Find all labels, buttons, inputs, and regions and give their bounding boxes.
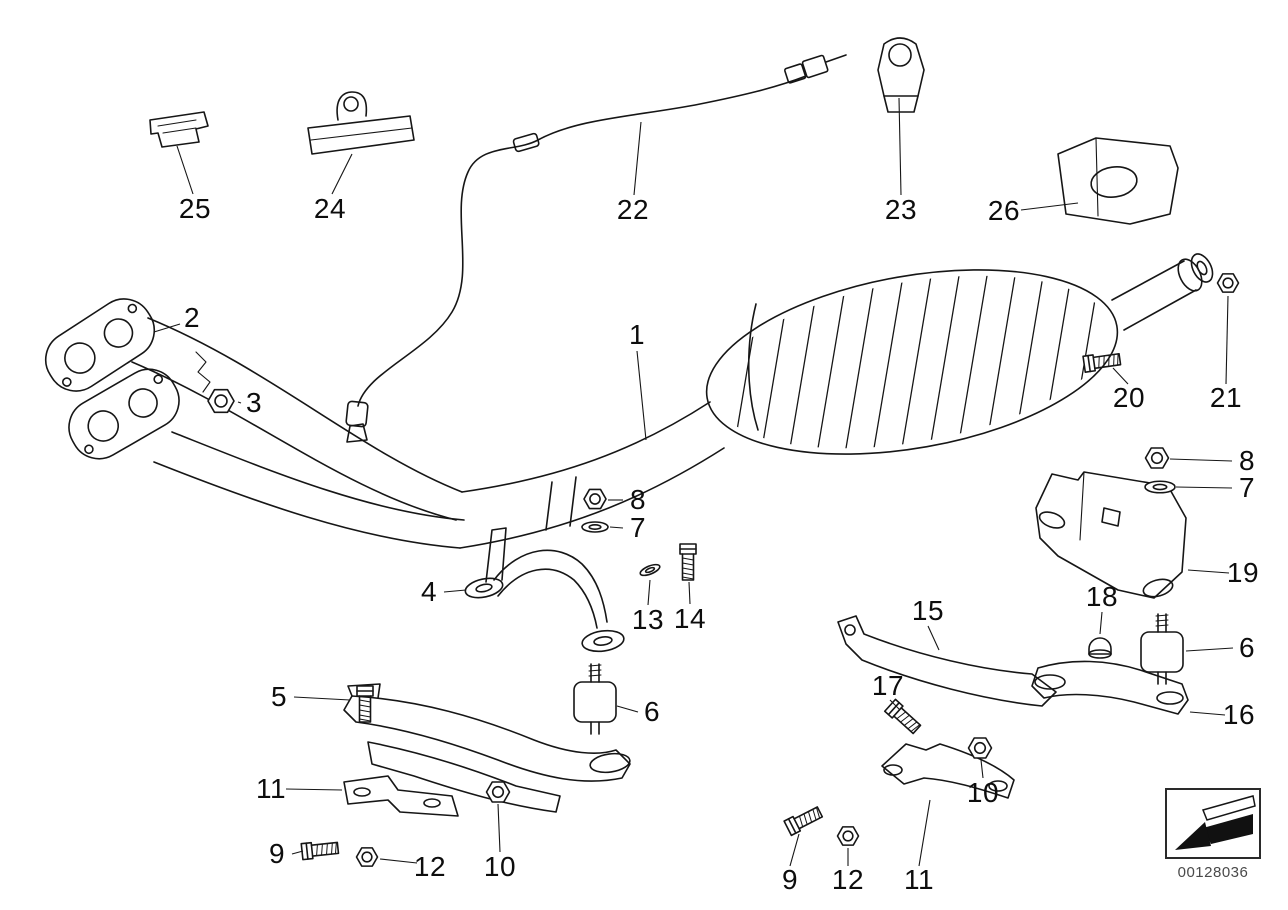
diagram-number: 00128036 xyxy=(1177,864,1249,881)
callout-11[interactable]: 11 xyxy=(255,773,287,804)
leader-line-7 xyxy=(1175,486,1233,489)
leader-line-17 xyxy=(889,699,901,711)
leader-line-5 xyxy=(293,696,351,701)
leader-line-2 xyxy=(153,323,181,333)
callout-5[interactable]: 5 xyxy=(270,681,288,712)
callout-13[interactable]: 13 xyxy=(631,604,665,635)
callout-11[interactable]: 11 xyxy=(903,864,935,895)
callout-16[interactable]: 16 xyxy=(1222,699,1256,730)
callout-25[interactable]: 25 xyxy=(178,193,212,224)
leader-line-6 xyxy=(616,705,639,713)
callout-20[interactable]: 20 xyxy=(1112,382,1146,413)
leader-line-19 xyxy=(1187,569,1230,574)
bracket-19-drawing xyxy=(1036,472,1186,600)
leader-line-3 xyxy=(237,401,242,404)
callout-9[interactable]: 9 xyxy=(781,864,799,895)
callout-14[interactable]: 14 xyxy=(673,603,707,634)
direction-arrow-icon xyxy=(1175,795,1256,850)
leader-line-14 xyxy=(688,581,691,605)
front-pipe-drawing xyxy=(132,318,724,548)
leader-line-20 xyxy=(1112,367,1129,385)
callout-12[interactable]: 12 xyxy=(413,851,447,882)
callout-3[interactable]: 3 xyxy=(245,387,263,418)
leader-line-7 xyxy=(609,526,624,529)
leader-line-22 xyxy=(633,121,642,196)
leader-line-21 xyxy=(1225,295,1229,385)
callout-2[interactable]: 2 xyxy=(183,302,201,333)
oxygen-sensor-drawing xyxy=(346,55,846,442)
leader-line-13 xyxy=(647,579,651,606)
callout-15[interactable]: 15 xyxy=(911,595,945,626)
callout-4[interactable]: 4 xyxy=(420,576,438,607)
leader-line-9 xyxy=(291,850,304,855)
leader-line-23 xyxy=(898,97,902,196)
callout-10[interactable]: 10 xyxy=(483,851,517,882)
callout-19[interactable]: 19 xyxy=(1226,557,1260,588)
callout-9[interactable]: 9 xyxy=(268,838,286,869)
cap-nut-drawing xyxy=(1089,638,1111,658)
callout-22[interactable]: 22 xyxy=(616,194,650,225)
leader-line-10 xyxy=(497,803,501,853)
leader-line-6 xyxy=(1185,647,1234,652)
callout-6[interactable]: 6 xyxy=(643,696,661,727)
callout-8[interactable]: 8 xyxy=(1238,445,1256,476)
callout-17[interactable]: 17 xyxy=(871,670,905,701)
bracket-15-drawing xyxy=(838,616,1056,706)
callout-21[interactable]: 21 xyxy=(1209,382,1243,413)
callout-24[interactable]: 24 xyxy=(313,193,347,224)
bracket-4-drawing xyxy=(464,528,626,654)
callout-8[interactable]: 8 xyxy=(629,484,647,515)
callout-6[interactable]: 6 xyxy=(1238,632,1256,663)
callout-7[interactable]: 7 xyxy=(629,512,647,543)
leader-line-10 xyxy=(980,759,984,779)
leader-line-9 xyxy=(789,833,800,867)
leader-line-16 xyxy=(1189,711,1226,716)
callout-1[interactable]: 1 xyxy=(628,319,646,350)
clip-drawing xyxy=(150,112,208,147)
leader-line-26 xyxy=(1020,202,1079,211)
direction-arrow-box xyxy=(1165,788,1261,859)
callout-26[interactable]: 26 xyxy=(987,195,1021,226)
bracket-24-drawing xyxy=(308,92,414,154)
leader-line-11 xyxy=(918,799,931,867)
bracket-5-11-drawing xyxy=(344,684,631,816)
leader-line-1 xyxy=(636,350,647,441)
bracket-23-drawing xyxy=(878,38,924,112)
leader-line-18 xyxy=(1099,611,1103,635)
manifold-flange-drawing xyxy=(35,288,210,469)
leader-line-25 xyxy=(176,145,194,195)
leader-line-15 xyxy=(927,625,940,651)
bracket-11-right-drawing xyxy=(882,744,1014,798)
callout-7[interactable]: 7 xyxy=(1238,472,1256,503)
callout-18[interactable]: 18 xyxy=(1085,581,1119,612)
callout-23[interactable]: 23 xyxy=(884,194,918,225)
leader-line-12 xyxy=(379,858,418,864)
bracket-26-drawing xyxy=(1058,138,1178,224)
bracket-16-drawing xyxy=(1032,661,1188,714)
callout-10[interactable]: 10 xyxy=(966,777,1000,808)
leader-line-4 xyxy=(443,589,467,593)
leader-line-8 xyxy=(1169,458,1233,462)
callout-12[interactable]: 12 xyxy=(831,864,865,895)
leader-line-24 xyxy=(331,153,353,195)
leader-line-11 xyxy=(285,788,343,791)
